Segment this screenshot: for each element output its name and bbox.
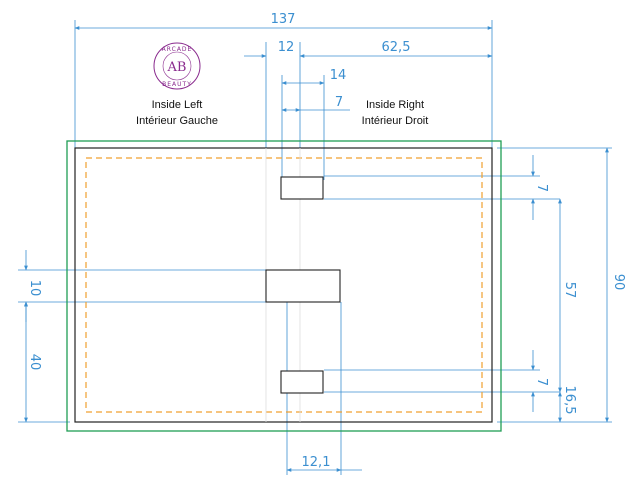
logo-bottom-text: BEAUTY	[162, 81, 192, 88]
dim-bottom-margin: 16,5	[562, 386, 577, 415]
logo-monogram: AB	[167, 60, 187, 75]
logo-top-text: ARCADE	[162, 46, 193, 53]
inside-left-fr-label: Intérieur Gauche	[136, 115, 218, 127]
logo-inner-ring	[162, 51, 192, 81]
dim-slot-spacing: 57	[562, 282, 577, 299]
dim-total-height: 90	[611, 274, 626, 291]
outer-outline	[66, 140, 502, 432]
dim-slot-width: 14	[330, 68, 347, 83]
logo-outer-ring	[153, 42, 201, 90]
dim-slot-half: 7	[335, 95, 343, 110]
slot-top	[280, 176, 324, 200]
inside-right-label: Inside Right	[366, 99, 424, 111]
dim-center-slot-from-bottom: 40	[27, 354, 42, 371]
inside-right-fr-label: Intérieur Droit	[362, 115, 429, 127]
dimension-lines	[24, 26, 609, 472]
extension-lines	[18, 20, 612, 475]
safe-area-dashed	[85, 157, 483, 413]
dim-center-slot-height: 10	[27, 280, 42, 297]
slot-center	[265, 269, 341, 303]
cut-line	[74, 147, 493, 423]
dim-center-slot-width: 12,1	[302, 455, 331, 470]
dim-left-offset: 12	[278, 40, 295, 55]
dim-total-width: 137	[271, 12, 296, 27]
dim-slot-height-top: 7	[534, 184, 549, 192]
brand-logo: ARCADE BEAUTY AB	[153, 42, 201, 90]
dim-right-width: 62,5	[382, 40, 411, 55]
inside-left-label: Inside Left	[152, 99, 203, 111]
dim-slot-height-bottom: 7	[534, 378, 549, 386]
slot-bottom	[280, 370, 324, 394]
